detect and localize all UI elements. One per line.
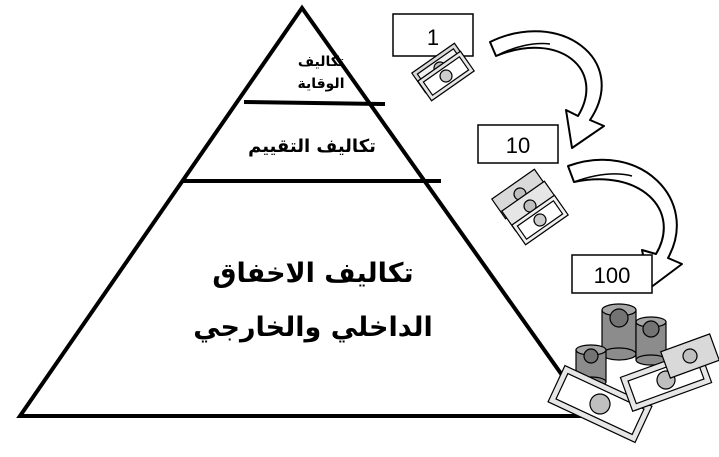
top-level-label-line1: تكاليف [298, 54, 344, 70]
middle-level-label: تكاليف التقييم [248, 136, 376, 157]
cost-value-100: 100 [594, 263, 631, 288]
bottom-level-label-line2: الداخلي والخارجي [193, 312, 433, 343]
coins-and-bills-icon [547, 303, 719, 444]
coin-stack-icon [635, 316, 667, 366]
cost-box-1: 1 [392, 13, 474, 57]
pyramid [16, 4, 595, 418]
curved-arrow-icon [567, 158, 683, 289]
coin-stack-icon [601, 303, 637, 361]
cost-box-10: 10 [477, 124, 559, 164]
top-level-label-line2: الوقاية [297, 76, 344, 92]
pyramid-outline [16, 4, 595, 418]
cost-box-100: 100 [571, 254, 653, 294]
money-bills-icon [410, 42, 476, 102]
bottom-level-label-line1: تكاليف الاخفاق [212, 258, 413, 289]
money-stack-icon [490, 168, 570, 246]
cost-value-10: 10 [506, 133, 530, 158]
pyramid-divider-top [243, 100, 386, 106]
curved-arrow-icon [489, 30, 605, 149]
cost-value-1: 1 [427, 25, 439, 50]
